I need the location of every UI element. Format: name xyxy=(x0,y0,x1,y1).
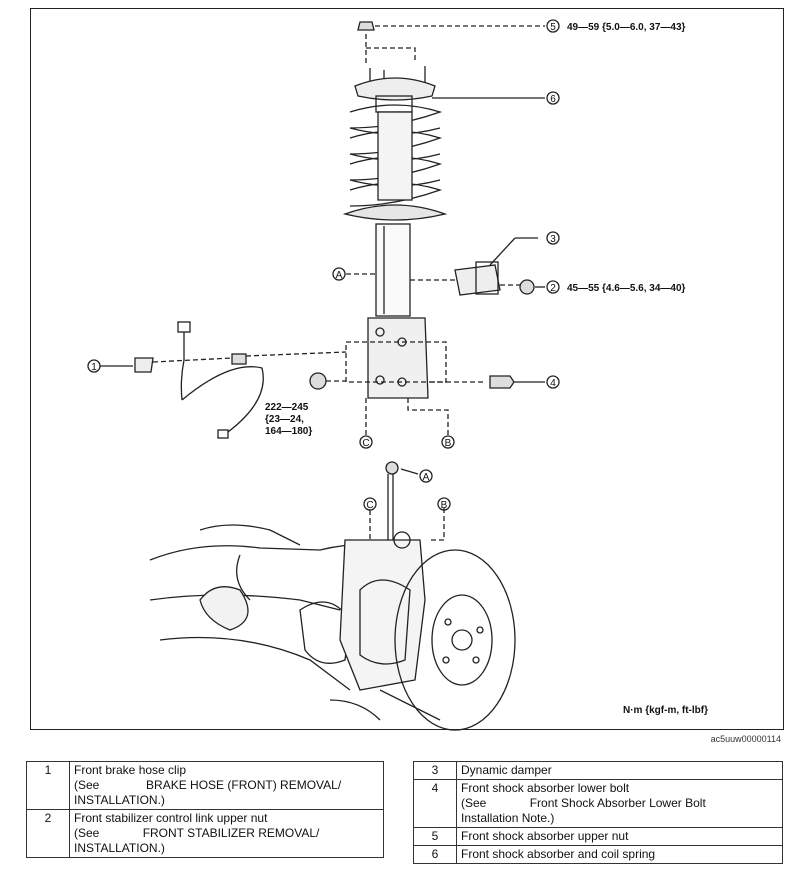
part-reference-cont: INSTALLATION.) xyxy=(74,793,165,807)
subframe-drawing xyxy=(149,524,441,721)
part-reference[interactable]: (See Front Shock Absorber Lower Bolt xyxy=(461,796,706,810)
part-description: Dynamic damper xyxy=(456,761,783,780)
part-number: 5 xyxy=(413,827,457,846)
callout-circle-5 xyxy=(546,19,560,33)
part-name: Front stabilizer control link upper nut xyxy=(74,811,268,825)
table-row: 1 Front brake hose clip (See BRAKE HOSE … xyxy=(26,761,384,810)
callout-3: 3 xyxy=(550,234,556,245)
part-name: Front shock absorber lower bolt xyxy=(461,781,630,795)
diagram-frame xyxy=(30,8,784,730)
callout-A-upper: A xyxy=(336,270,343,281)
callout-4: 4 xyxy=(550,378,556,389)
table-row: 2 Front stabilizer control link upper nu… xyxy=(26,809,384,858)
table-row: 4 Front shock absorber lower bolt (See F… xyxy=(413,779,783,828)
table-row: 5 Front shock absorber upper nut xyxy=(413,827,783,846)
strut-body-drawing xyxy=(375,223,411,317)
callout-circle-A1 xyxy=(332,267,346,281)
table-row: 3 Dynamic damper xyxy=(413,761,783,780)
callout-circle-1 xyxy=(87,359,101,373)
part-reference[interactable]: (See FRONT STABILIZER REMOVAL/ xyxy=(74,826,320,840)
torque-link-nut: 45—55 {4.6—5.6, 34—40} xyxy=(567,283,686,294)
part-description: Front stabilizer control link upper nut … xyxy=(69,809,384,858)
parts-table-left: 1 Front brake hose clip (See BRAKE HOSE … xyxy=(26,761,384,858)
callout-circle-A2 xyxy=(419,469,433,483)
part-reference-cont: Installation Note.) xyxy=(461,811,555,825)
strut-bracket-drawing xyxy=(367,317,429,399)
part-description: Front brake hose clip (See BRAKE HOSE (F… xyxy=(69,761,384,810)
part-reference-cont: INSTALLATION.) xyxy=(74,841,165,855)
torque-lower-bolt-line1: 222—245 xyxy=(265,402,309,413)
upper-nut-5-drawing xyxy=(357,21,545,31)
callout-B-lower: B xyxy=(441,500,448,511)
units-note: N·m {kgf-m, ft-lbf} xyxy=(623,705,708,716)
callout-circle-B2 xyxy=(437,497,451,511)
part-number: 4 xyxy=(413,779,457,828)
brake-hose-drawing xyxy=(177,321,264,439)
callout-B-upper: B xyxy=(445,438,452,449)
dynamic-damper-drawing xyxy=(454,237,538,296)
part-description: Front shock absorber lower bolt (See Fro… xyxy=(456,779,783,828)
callout-C-lower: C xyxy=(366,500,373,511)
callout-circle-6 xyxy=(546,91,560,105)
part-description: Front shock absorber and coil spring xyxy=(456,845,783,864)
part-number: 6 xyxy=(413,845,457,864)
parts-table-right: 3 Dynamic damper 4 Front shock absorber … xyxy=(413,761,783,864)
part-number: 1 xyxy=(26,761,70,810)
callout-circle-4 xyxy=(546,375,560,389)
coil-spring-drawing xyxy=(349,104,443,207)
callout-2: 2 xyxy=(550,283,556,294)
figure-id: ac5uuw00000114 xyxy=(710,734,781,744)
callout-circle-C1 xyxy=(359,435,373,449)
callout-circle-2 xyxy=(546,280,560,294)
table-row: 6 Front shock absorber and coil spring xyxy=(413,845,783,864)
top-mount-drawing xyxy=(354,66,545,113)
callout-circle-B1 xyxy=(441,435,455,449)
torque-lower-bolt-line2: {23—24, xyxy=(265,414,304,425)
part-number: 2 xyxy=(26,809,70,858)
part-name: Front brake hose clip xyxy=(74,763,187,777)
callout-5: 5 xyxy=(550,22,556,33)
brake-disc-drawing xyxy=(394,549,516,731)
callout-1: 1 xyxy=(91,362,97,373)
brake-caliper-drawing xyxy=(339,531,426,691)
part-name: Dynamic damper xyxy=(461,763,552,777)
callout-circle-3 xyxy=(546,231,560,245)
callout-circle-C2 xyxy=(363,497,377,511)
part-name: Front shock absorber upper nut xyxy=(461,829,629,843)
part-number: 3 xyxy=(413,761,457,780)
part-name: Front shock absorber and coil spring xyxy=(461,847,656,861)
callout-C-upper: C xyxy=(362,438,369,449)
torque-upper-nut: 49—59 {5.0—6.0, 37—43} xyxy=(567,22,686,33)
torque-lower-bolt-line3: 164—180} xyxy=(265,426,312,437)
callout-A-lower: A xyxy=(423,472,430,483)
part-reference[interactable]: (See BRAKE HOSE (FRONT) REMOVAL/ xyxy=(74,778,342,792)
callout-6: 6 xyxy=(550,94,556,105)
part-description: Front shock absorber upper nut xyxy=(456,827,783,846)
